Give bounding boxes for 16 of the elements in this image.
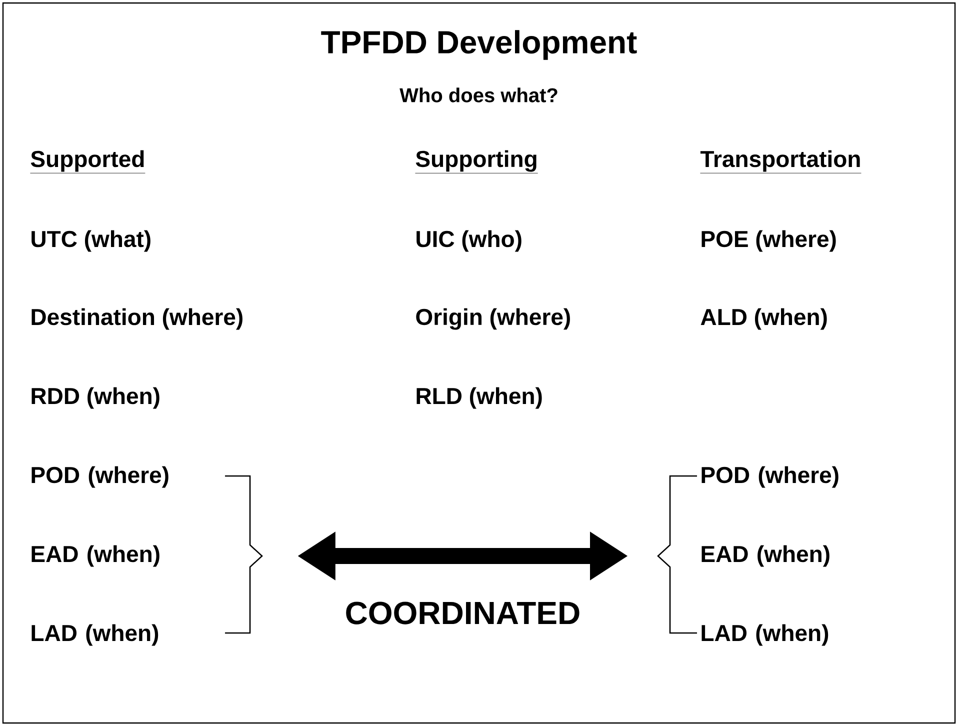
field-label: RLD (when) [416, 387, 542, 409]
field-label: ALD (when) [700, 308, 827, 330]
bracketed-list: POD (where) EAD (when) LAD (when) [657, 466, 838, 646]
field-label: POE (where) [702, 230, 836, 252]
title: TPFDD Development [321, 30, 637, 60]
column-heading: Supported [30, 150, 146, 174]
field-label: Destination (where) [32, 308, 242, 330]
field-label: UTC (what) [32, 230, 150, 252]
field-label: RDD (when) [32, 387, 160, 409]
bracketed-list: POD (where) EAD (when) LAD (when) [32, 466, 263, 646]
subtitle: Who does what? [400, 88, 558, 102]
edge-label: COORDINATED [346, 602, 580, 624]
column-heading: Transportation [700, 150, 862, 174]
field-label: UIC (who) [416, 230, 522, 252]
column-heading: Supporting [415, 150, 538, 174]
field-label: Origin (where) [416, 308, 570, 330]
